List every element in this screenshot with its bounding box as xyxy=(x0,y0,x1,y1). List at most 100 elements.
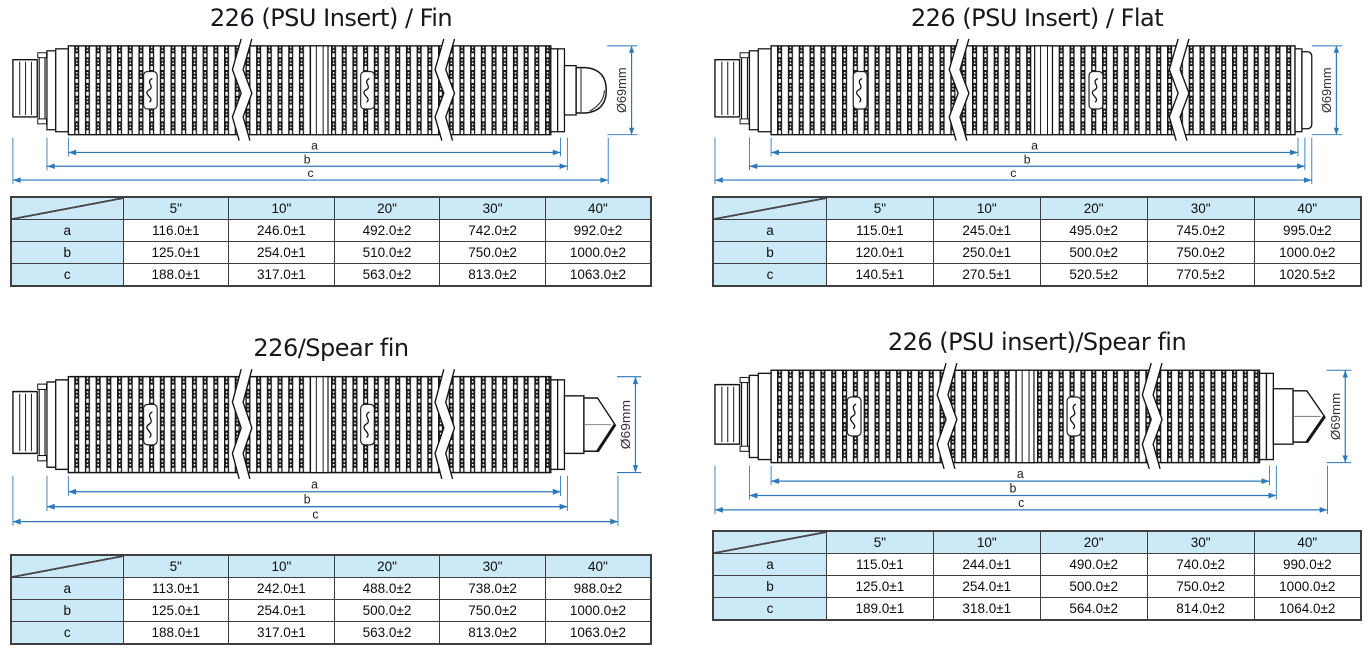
table-corner-diagonal xyxy=(712,530,827,554)
diameter-label: Ø69mm xyxy=(1319,67,1334,113)
size-col-header: 5" xyxy=(825,530,934,554)
dimension-value: 770.5±2 xyxy=(1146,263,1255,287)
row-label: c xyxy=(10,263,124,287)
dimension-value: 988.0±2 xyxy=(544,577,652,600)
size-col-header: 10" xyxy=(228,554,335,578)
row-label: a xyxy=(712,219,827,242)
dimension-value: 495.0±2 xyxy=(1039,219,1148,242)
size-col-header: 30" xyxy=(1146,196,1255,220)
dimension-value: 745.0±2 xyxy=(1146,219,1255,242)
dimension-value: 125.0±1 xyxy=(122,599,230,622)
size-col-header: 40" xyxy=(1253,530,1362,554)
diameter-label: Ø69mm xyxy=(619,400,633,449)
size-col-header: 20" xyxy=(1039,530,1148,554)
dimension-value: 564.0±2 xyxy=(1039,597,1148,621)
brand-badge xyxy=(360,70,375,110)
dimension-line-c: c xyxy=(714,465,1328,514)
dimension-value: 995.0±2 xyxy=(1253,219,1362,242)
dimension-label: a xyxy=(311,476,319,492)
dimension-value: 500.0±2 xyxy=(1039,575,1148,598)
dimension-value: 813.0±2 xyxy=(439,263,546,287)
dimension-label: b xyxy=(304,152,311,166)
dimension-value: 750.0±2 xyxy=(1146,575,1255,598)
size-col-header: 5" xyxy=(825,196,934,220)
dimension-line-a: a xyxy=(67,475,562,497)
dimension-line-b: b xyxy=(748,137,1306,171)
dimension-value: 742.0±2 xyxy=(439,219,546,242)
pipe-body xyxy=(714,362,1326,469)
tip-spear xyxy=(1258,372,1326,461)
dimension-value: 188.0±1 xyxy=(122,263,230,287)
dimension-value: 113.0±1 xyxy=(122,577,230,600)
dimension-value: 115.0±1 xyxy=(825,219,934,242)
table-corner-diagonal xyxy=(10,554,124,578)
dimension-value: 750.0±2 xyxy=(439,241,546,264)
diameter-label: Ø69mm xyxy=(1328,393,1343,441)
dimension-value: 254.0±1 xyxy=(228,599,335,622)
dimension-value: 254.0±1 xyxy=(228,241,335,264)
dimension-value: 492.0±2 xyxy=(333,219,441,242)
dimension-value: 500.0±2 xyxy=(333,599,441,622)
dimension-label: a xyxy=(1017,467,1024,481)
break-line xyxy=(232,38,252,141)
dimension-value: 500.0±2 xyxy=(1039,241,1148,264)
panel-title: 226 (PSU insert)/Spear fin xyxy=(887,328,1187,356)
dimension-value: 317.0±1 xyxy=(228,621,335,645)
dimension-value: 1000.0±2 xyxy=(1253,241,1362,264)
dimension-value: 563.0±2 xyxy=(333,263,441,287)
corrugated-body xyxy=(770,369,1261,464)
diameter-label: Ø69mm xyxy=(614,67,629,113)
brand-badge xyxy=(360,403,375,446)
diameter-dimension: Ø69mm xyxy=(1326,369,1352,464)
dimension-value: 1020.5±2 xyxy=(1253,263,1362,287)
pipe-coupler xyxy=(309,376,329,474)
dimension-value: 1063.0±2 xyxy=(544,621,652,645)
dimension-label: b xyxy=(1009,481,1016,495)
break-line xyxy=(937,363,957,469)
dimension-value: 1064.0±2 xyxy=(1253,597,1362,621)
row-label: b xyxy=(712,575,827,598)
dimension-value: 270.5±1 xyxy=(932,263,1041,287)
brand-badge xyxy=(142,403,158,446)
tip-spear xyxy=(550,379,617,471)
size-col-header: 40" xyxy=(544,554,652,578)
dimension-value: 317.0±1 xyxy=(228,263,335,287)
dimension-value: 750.0±2 xyxy=(1146,241,1255,264)
table-corner-diagonal xyxy=(712,196,827,220)
pipe-socket xyxy=(12,379,69,471)
panel-title: 226 (PSU Insert) / Flat xyxy=(910,4,1164,32)
row-label: a xyxy=(10,577,124,600)
dimension-label: b xyxy=(304,491,311,507)
dimension-value: 520.5±2 xyxy=(1039,263,1148,287)
size-col-header: 20" xyxy=(1039,196,1148,220)
size-col-header: 30" xyxy=(439,554,546,578)
dimension-value: 189.0±1 xyxy=(825,597,934,621)
pipe-coupler xyxy=(309,45,329,136)
dimension-value: 1000.0±2 xyxy=(544,599,652,622)
tip-flat xyxy=(1294,48,1313,133)
brand-badge xyxy=(1088,70,1104,110)
dimension-value: 254.0±1 xyxy=(932,575,1041,598)
dimension-line-a: a xyxy=(67,137,562,157)
dimension-value: 115.0±1 xyxy=(825,553,934,576)
diameter-dimension: Ø69mm xyxy=(616,376,642,474)
row-label: c xyxy=(10,621,124,645)
dimension-label: a xyxy=(311,138,318,152)
dimension-value: 116.0±1 xyxy=(122,219,230,242)
dimension-line-b: b xyxy=(748,465,1277,500)
row-label: b xyxy=(10,241,124,264)
size-col-header: 5" xyxy=(122,554,230,578)
brand-badge xyxy=(846,396,862,437)
